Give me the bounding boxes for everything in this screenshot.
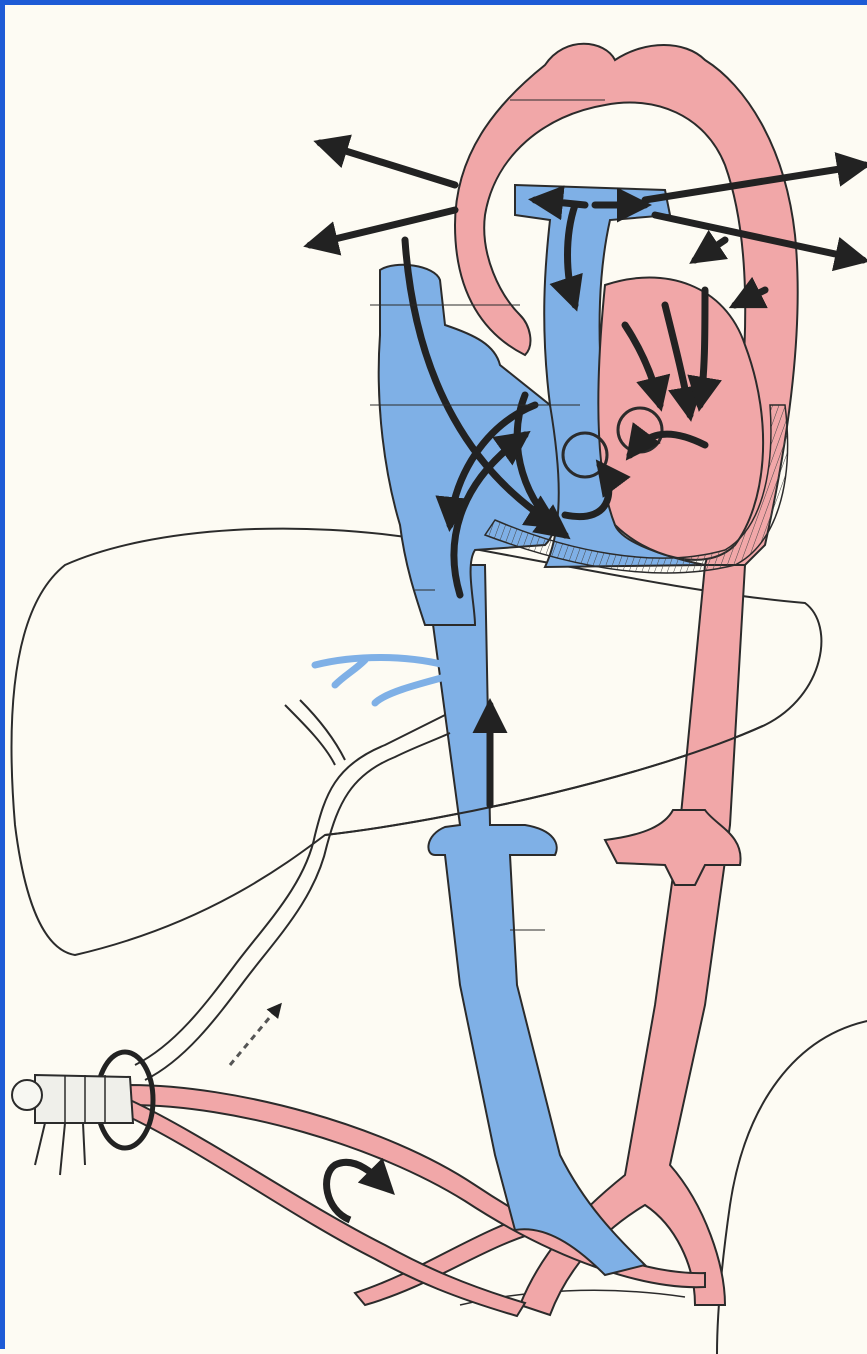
return-flow-arrow-icon [327,1162,390,1220]
umbilical-vein [135,700,450,1080]
fetal-circulation-diagram [5,5,867,1354]
dashed-flow-arrow-icon [230,1005,280,1065]
hepatic-veins [315,658,445,704]
inferior-vena-cava [425,565,645,1275]
umbilical-cord-icon [12,1052,153,1175]
body-contour [717,1020,867,1354]
